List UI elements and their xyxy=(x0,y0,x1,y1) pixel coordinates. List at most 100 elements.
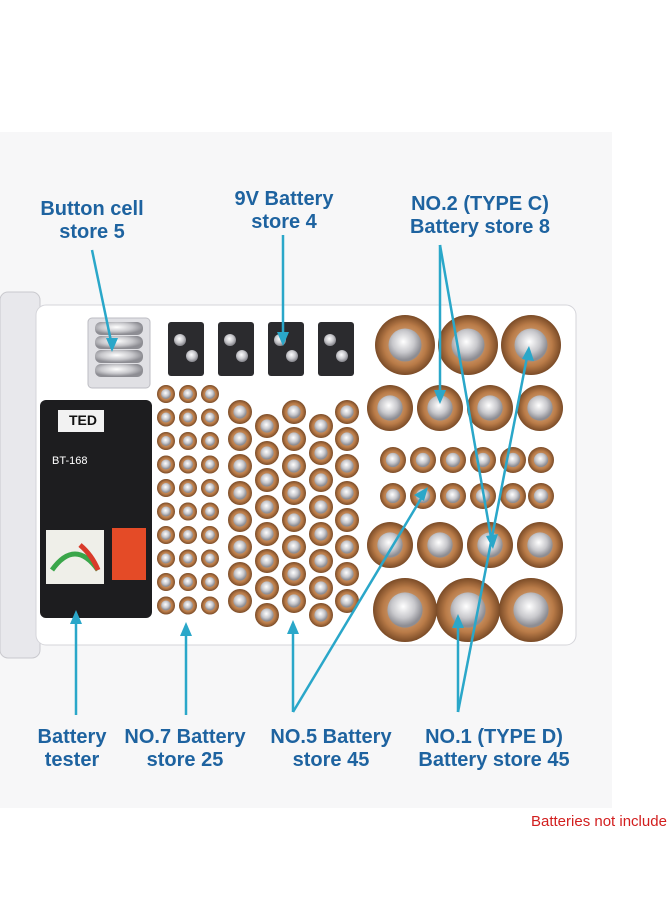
aaa-battery-terminal xyxy=(161,389,171,399)
aa-battery-terminal xyxy=(340,594,354,608)
disclaimer-note: Batteries not include xyxy=(531,813,667,830)
aaa-battery-terminal xyxy=(183,577,193,587)
battery-tester xyxy=(40,400,152,618)
aa-battery-terminal xyxy=(445,452,461,468)
c-battery-terminal xyxy=(377,395,403,421)
aa-battery-terminal xyxy=(287,459,301,473)
tester-model: BT-168 xyxy=(52,455,88,467)
aa-battery-terminal xyxy=(233,432,247,446)
aa-battery-terminal xyxy=(340,513,354,527)
aa-battery-terminal xyxy=(233,540,247,554)
aa-battery-terminal xyxy=(233,513,247,527)
aa-battery-terminal xyxy=(314,446,328,460)
case-lid xyxy=(0,291,41,659)
aaa-battery-terminal xyxy=(205,600,215,611)
c-battery-terminal xyxy=(477,395,503,421)
aa-label: NO.5 Battery store 45 xyxy=(270,726,392,771)
aaa-aa-batteries xyxy=(157,385,359,627)
aa-battery-terminal xyxy=(340,432,354,446)
aaa-battery-terminal xyxy=(161,412,171,423)
aaa-battery-terminal xyxy=(161,553,171,564)
aaa-battery-terminal xyxy=(183,412,193,423)
aa-battery-terminal xyxy=(287,540,301,554)
aa-battery-terminal xyxy=(260,500,274,514)
aa-battery-terminal xyxy=(287,513,301,527)
type-d-label: NO.1 (TYPE D) Battery store 45 xyxy=(418,726,570,771)
aa-battery-terminal xyxy=(314,554,328,568)
aa-battery-terminal xyxy=(260,554,274,568)
aaa-battery-terminal xyxy=(205,553,215,564)
type-c-label: NO.2 (TYPE C) Battery store 8 xyxy=(409,193,551,238)
aaa-battery-terminal xyxy=(183,506,193,517)
aa-battery-terminal xyxy=(314,419,328,433)
aa-battery-terminal xyxy=(233,594,247,608)
aa-battery-terminal xyxy=(260,446,274,460)
d-battery-terminal xyxy=(387,592,423,628)
tester-brand: TED xyxy=(69,412,97,428)
aaa-battery-terminal xyxy=(205,436,215,446)
aa-battery-terminal xyxy=(287,486,301,500)
aa-battery-terminal xyxy=(287,594,301,608)
button-cell-slot xyxy=(87,317,151,389)
nine-volt-batteries xyxy=(168,322,354,376)
c-battery-terminal xyxy=(427,395,453,421)
aa-battery-terminal xyxy=(287,405,301,419)
aaa-battery-terminal xyxy=(183,389,193,399)
aa-battery-terminal xyxy=(287,567,301,581)
aaa-battery-terminal xyxy=(183,459,193,470)
aaa-battery-terminal xyxy=(161,577,171,587)
aa-battery-terminal xyxy=(340,459,354,473)
aaa-battery-terminal xyxy=(205,530,215,540)
d-battery-terminal xyxy=(513,592,549,628)
aaa-battery-terminal xyxy=(205,389,215,399)
aaa-battery-terminal xyxy=(161,483,171,493)
aa-battery-terminal xyxy=(445,488,461,504)
aaa-battery-terminal xyxy=(161,436,171,446)
aa-battery-terminal xyxy=(260,608,274,622)
aaa-battery-terminal xyxy=(183,530,193,540)
aa-battery-terminal xyxy=(385,488,401,504)
d-battery-terminal xyxy=(388,328,422,362)
aaa-battery-terminal xyxy=(183,436,193,446)
aaa-battery-terminal xyxy=(205,506,215,517)
aaa-battery-terminal xyxy=(183,483,193,493)
aa-battery-terminal xyxy=(260,527,274,541)
aa-battery-terminal xyxy=(340,486,354,500)
aa-battery-terminal xyxy=(475,452,491,468)
aa-battery-terminal xyxy=(233,567,247,581)
c-d-batteries xyxy=(367,315,563,642)
aa-battery-terminal xyxy=(314,527,328,541)
c-battery-terminal xyxy=(427,532,453,558)
aa-battery-terminal xyxy=(314,581,328,595)
aa-battery-terminal xyxy=(314,608,328,622)
aa-battery-terminal xyxy=(233,459,247,473)
aa-battery-terminal xyxy=(340,405,354,419)
aa-battery-terminal xyxy=(260,581,274,595)
aaa-battery-terminal xyxy=(205,483,215,493)
nine-volt-label: 9V Battery store 4 xyxy=(234,188,334,233)
aa-battery-terminal xyxy=(385,452,401,468)
aa-battery-terminal xyxy=(314,473,328,487)
aaa-battery-terminal xyxy=(161,600,171,611)
aa-battery-terminal xyxy=(314,500,328,514)
aa-battery-terminal xyxy=(233,405,247,419)
aa-battery-terminal xyxy=(233,486,247,500)
aa-battery-terminal xyxy=(505,488,521,504)
c-battery-terminal xyxy=(527,395,553,421)
aa-battery-terminal xyxy=(340,567,354,581)
aaa-battery-terminal xyxy=(183,600,193,611)
leader-lines xyxy=(70,235,534,715)
aa-battery-terminal xyxy=(505,452,521,468)
aaa-battery-terminal xyxy=(205,459,215,470)
aaa-label: NO.7 Battery store 25 xyxy=(124,726,246,771)
d-battery-terminal xyxy=(514,328,548,362)
aaa-battery-terminal xyxy=(161,506,171,517)
aa-battery-terminal xyxy=(287,432,301,446)
aa-battery-terminal xyxy=(260,473,274,487)
aaa-battery-terminal xyxy=(205,412,215,423)
aaa-battery-terminal xyxy=(183,553,193,564)
tester-label: Battery tester xyxy=(37,726,107,771)
aa-battery-terminal xyxy=(533,488,549,504)
aaa-battery-terminal xyxy=(161,530,171,540)
